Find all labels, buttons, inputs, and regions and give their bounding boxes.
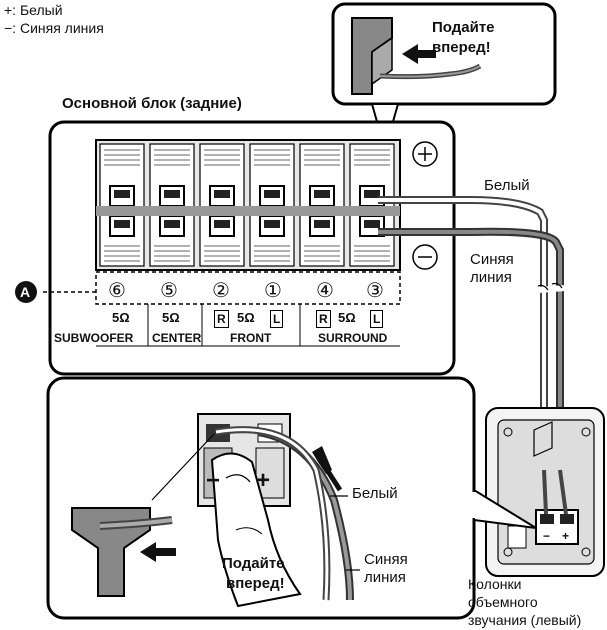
callout-line2: вперед!: [432, 39, 491, 56]
surround-r-label: R: [316, 310, 331, 328]
detail-push-line2: вперед!: [226, 575, 285, 592]
callout-line1: Подайте: [432, 19, 495, 36]
impedance-center: 5Ω: [162, 310, 180, 325]
channel-surround: SURROUND: [318, 331, 388, 345]
channel-subwoofer: SUBWOOFER: [54, 331, 134, 345]
detail-plus: +: [256, 467, 271, 494]
detail-arrow-left-icon: [140, 542, 176, 562]
marker-a-label: A: [20, 284, 31, 300]
surround-l-label: L: [370, 310, 384, 328]
detail-blue-line2: линия: [364, 569, 406, 586]
legend-minus: −: Синяя линия: [4, 20, 104, 36]
detail-minus: −: [206, 467, 221, 494]
terminal-number-1: ①: [264, 280, 282, 302]
detail-lever-icon: [71, 507, 151, 597]
detail-push-line1: Подайте: [222, 555, 285, 572]
main-unit-title: Основной блок (задние): [62, 95, 242, 112]
channel-front: FRONT: [230, 331, 272, 345]
channel-center: CENTER: [152, 331, 202, 345]
impedance-front: 5Ω: [237, 310, 255, 325]
legend-plus: +: Белый: [4, 2, 63, 18]
terminal-number-6: ⑥: [108, 280, 126, 302]
terminal-number-2: ②: [212, 280, 230, 302]
impedance-subwoofer: 5Ω: [112, 310, 130, 325]
marker-a: [15, 281, 37, 303]
detail-white: Белый: [352, 485, 398, 502]
speaker-plus: +: [562, 529, 570, 543]
front-r-label: R: [214, 310, 229, 328]
speaker-minus: −: [543, 529, 551, 543]
speaker-caption-2: объемного: [468, 594, 538, 610]
label-white: Белый: [484, 177, 530, 194]
impedance-surround: 5Ω: [338, 310, 356, 325]
front-l-label: L: [270, 310, 284, 328]
speaker-caption-3: звучания (левый): [468, 612, 582, 628]
terminal-rail: [96, 206, 400, 216]
speaker-caption-1: Колонки: [468, 576, 522, 592]
detail-blue-line1: Синяя: [364, 551, 408, 568]
arrow-left-icon: [402, 44, 436, 64]
terminal-number-3: ③: [366, 280, 384, 302]
terminal-block: [95, 139, 401, 271]
terminal-number-5: ⑤: [160, 280, 178, 302]
label-blue-line1: Синяя: [470, 251, 514, 268]
terminal-number-4: ④: [316, 280, 334, 302]
label-blue-line2: линия: [470, 269, 512, 286]
